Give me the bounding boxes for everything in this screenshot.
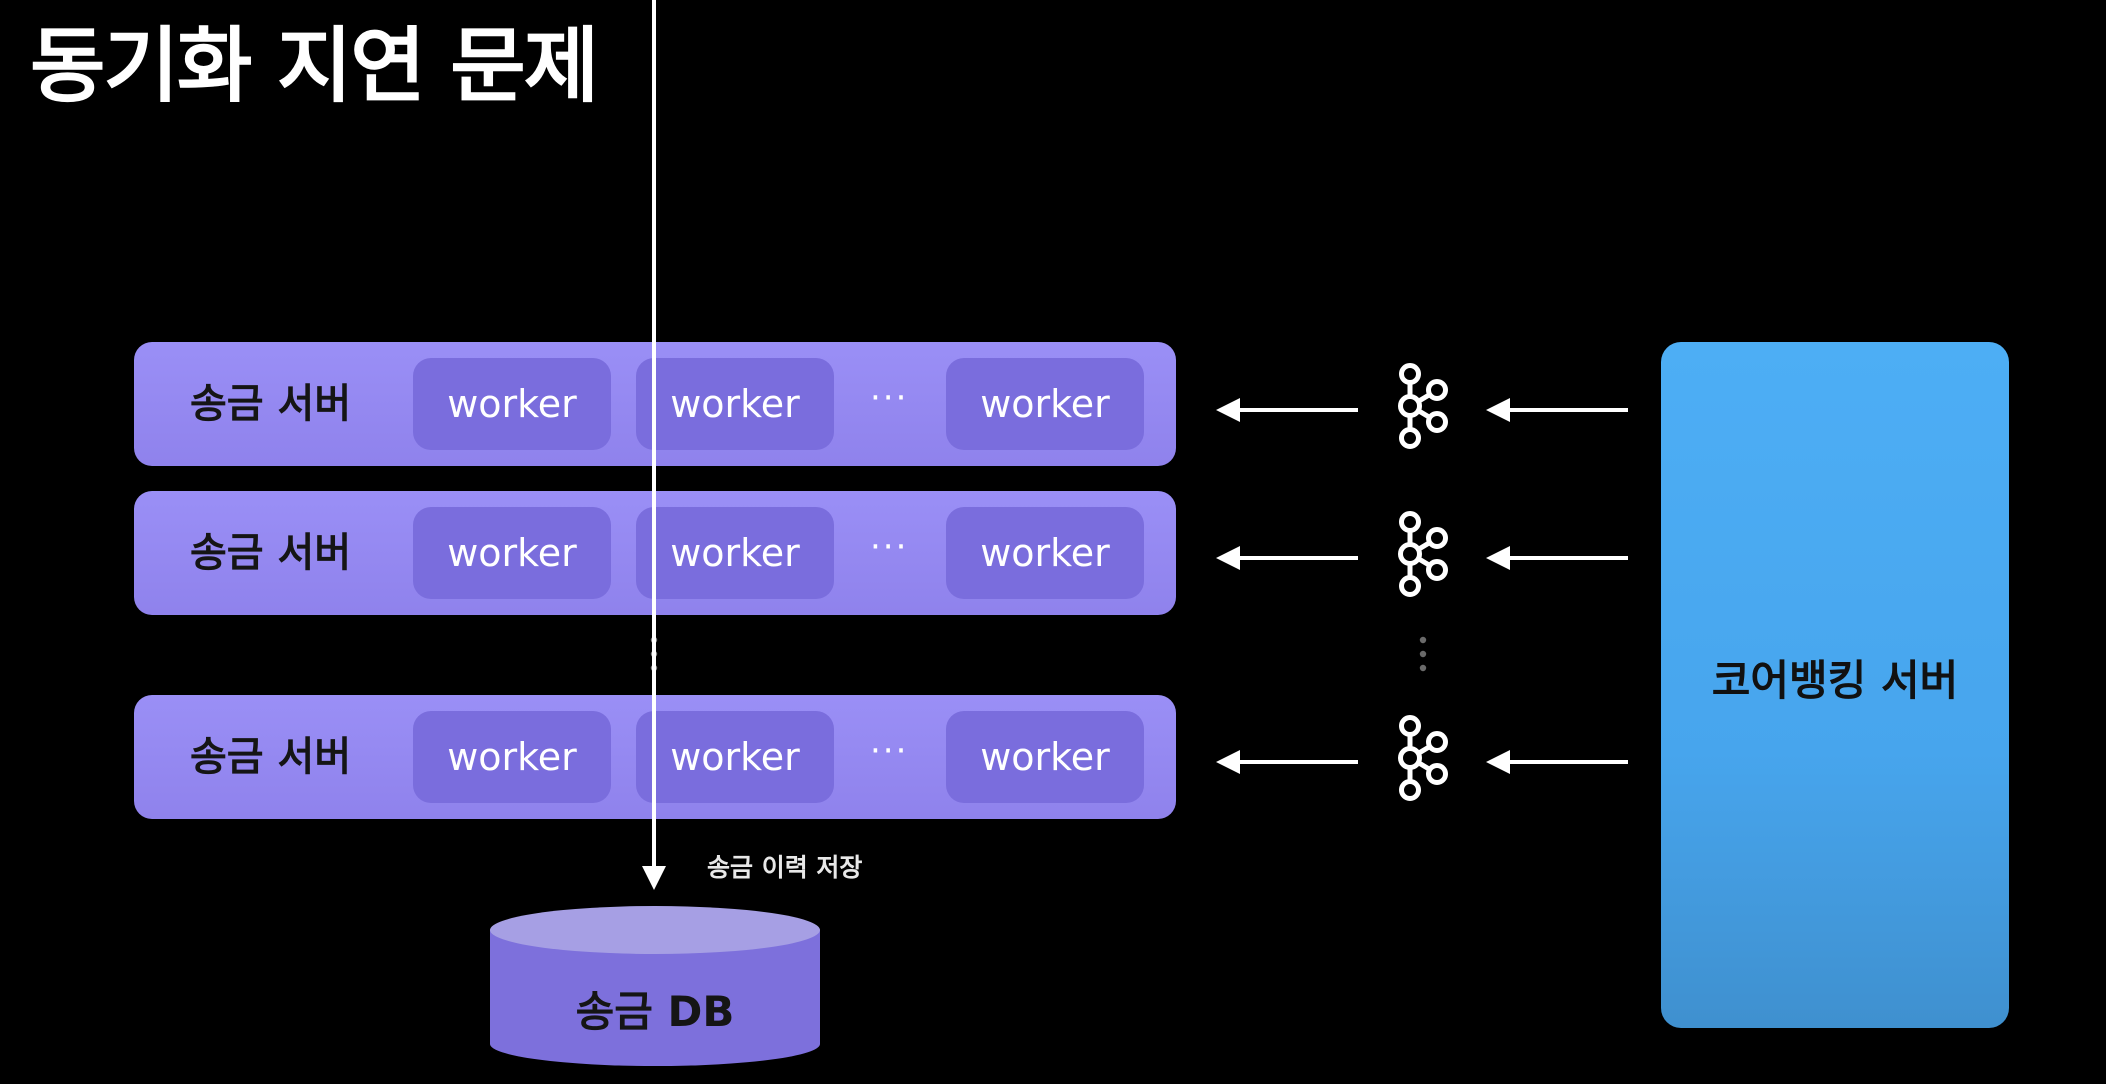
transfer-server-label: 송금 서버 [190,530,352,576]
worker-box: worker [946,711,1144,803]
ellipsis: ··· [870,731,909,771]
kafka-logo-icon [1401,718,1446,799]
transfer-db-label: 송금 DB [575,987,735,1036]
arrow-down-icon [642,0,666,890]
core-banking-server-label: 코어뱅킹 서버 [1711,656,1959,705]
worker-box: worker [946,507,1144,599]
ellipsis: ··· [870,378,909,418]
database-cylinder-icon [490,906,820,1066]
arrow-left-icon [1214,544,1360,572]
page-title: 동기화 지연 문제 [30,19,599,114]
arrow-left-icon [1214,396,1360,424]
kafka-logo-icon [1401,366,1446,447]
db-save-caption: 송금 이력 저장 [707,853,863,882]
arrow-left-icon [1484,748,1630,776]
transfer-server-label: 송금 서버 [190,381,352,427]
transfer-server-row: 송금 서버 worker worker ··· worker [134,491,1176,615]
worker-box: worker [413,711,611,803]
worker-box: worker [413,507,611,599]
vertical-ellipsis [1418,636,1428,672]
worker-box: worker [636,507,834,599]
kafka-logo-icon [1401,514,1446,595]
worker-box: worker [636,358,834,450]
ellipsis: ··· [870,527,909,567]
worker-box: worker [636,711,834,803]
transfer-server-label: 송금 서버 [190,734,352,780]
worker-box: worker [946,358,1144,450]
worker-box: worker [413,358,611,450]
arrow-left-icon [1484,544,1630,572]
arrow-left-icon [1484,396,1630,424]
core-banking-server: 코어뱅킹 서버 [1661,342,2009,1028]
arrow-left-icon [1214,748,1360,776]
